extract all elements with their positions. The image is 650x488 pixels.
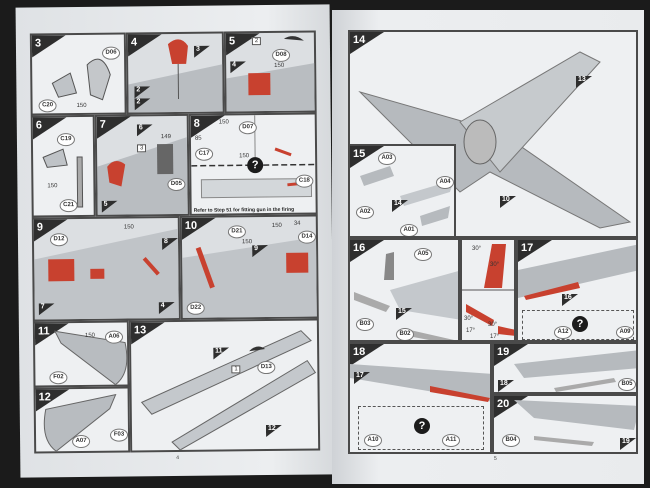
step-number-text: 18 [353, 346, 366, 358]
glue-label: 150 [76, 102, 87, 110]
optional-icon: ? [247, 157, 264, 174]
step-15: 15 A03 A04 A01 A02 14 [348, 144, 456, 238]
step-5: 5 2 D08 150 4 [223, 30, 317, 114]
glue-label: 85 [194, 135, 202, 142]
step-13: 13 11 12 1 D13 [128, 318, 321, 453]
wing-flap-illustration [518, 244, 636, 300]
cockpit-illustration [226, 36, 317, 114]
wing-illustration [43, 393, 117, 452]
seat-illustration [51, 58, 111, 101]
step-20: 20 B04 19 [492, 394, 638, 454]
optional-icon: ? [414, 418, 430, 434]
step-10: 10 D21 150 150 34 D14 D22 9 [179, 214, 319, 320]
part-tag: A10 [364, 434, 382, 447]
seat-illustration [42, 148, 84, 208]
optional-icon: ? [572, 316, 588, 332]
part-tag: A12 [554, 326, 572, 339]
step-number-text: 17 [521, 242, 534, 254]
step-18: 18 17 ? A10 A11 [348, 342, 492, 454]
aircraft-illustration [358, 51, 632, 229]
option-box [358, 406, 484, 450]
glue-label: 149 [160, 134, 171, 141]
wing-flap-illustration [350, 364, 490, 402]
angle-label: 30° [464, 316, 474, 322]
rudder-elevator-illustration [462, 244, 514, 336]
part-tag: A04 [436, 176, 454, 189]
step-number-text: 15 [353, 148, 366, 160]
glue-label: 34 [293, 220, 301, 227]
step-9: 9 D12 150 8 7 4 [31, 215, 181, 322]
left-page: 3 D06 C20 150 4 3 2 2 5 2 D08 150 4 6 C1… [15, 4, 335, 478]
page-number: 4 [176, 454, 180, 461]
cockpit-illustration [97, 135, 190, 217]
step-4: 4 3 2 2 [125, 31, 225, 115]
step-3: 3 D06 C20 150 [29, 32, 127, 116]
part-tag: A09 [616, 326, 634, 339]
part-tag: B04 [502, 434, 520, 447]
step-16: 16 A05 B03 B02 15 [348, 238, 460, 342]
step-7: 7 6 5 3 149 D05 [94, 113, 190, 217]
control-angle-detail: 30° 30° 30° 17° 30° 17° [460, 238, 516, 342]
glue-label: 150 [47, 183, 58, 190]
right-page: 14 13 10 15 A03 A04 A01 A02 14 16 A05 B0… [332, 10, 644, 484]
sub-assembly-box: 3 [136, 144, 147, 153]
glue-label: 150 [84, 332, 96, 339]
step-12: 12 A07 F03 [33, 386, 131, 454]
part-tag: A03 [378, 152, 396, 165]
step-number-text: 19 [497, 346, 510, 358]
step-number-text: 16 [353, 242, 366, 254]
fuselage-illustration [140, 330, 317, 451]
wing-illustration [514, 350, 636, 392]
cockpit-illustration [34, 227, 181, 322]
tail-illustration [354, 252, 458, 340]
part-tag: B03 [356, 318, 374, 331]
glue-label: 150 [123, 224, 134, 231]
sub-assembly-box: 1 [231, 365, 241, 374]
part-tag: A11 [442, 434, 460, 447]
cockpit-illustration [128, 39, 225, 115]
wing-illustration [54, 330, 128, 386]
step-8: 8 150 D07 85 C17 150 ? C18 Refer to Step… [188, 112, 318, 216]
glue-label: 150 [274, 62, 285, 69]
step-11: 11 A06 F02 150 [32, 320, 130, 388]
part-tag: A02 [356, 206, 374, 219]
step-6: 6 C19 C21 150 [30, 114, 96, 218]
cockpit-illustration [182, 236, 319, 320]
glue-label: 150 [241, 239, 253, 246]
option-box [522, 310, 634, 340]
angle-label: 30° [488, 322, 498, 328]
wing-illustration [514, 400, 636, 446]
angle-label: 30° [490, 262, 500, 268]
step-number-text: 20 [497, 398, 510, 410]
glue-label: 150 [271, 222, 282, 229]
page-number: 5 [494, 456, 497, 462]
step-number-text: 14 [353, 34, 366, 46]
step-19: 19 18 B05 [492, 342, 638, 394]
glue-label: 150 [239, 153, 250, 160]
sub-assembly-box: 2 [251, 37, 262, 46]
part-tag: B02 [396, 328, 414, 340]
angle-label: 17° [490, 334, 500, 340]
part-tag: A05 [414, 248, 432, 261]
angle-label: 17° [466, 328, 476, 334]
angle-label: 30° [472, 246, 482, 252]
part-tag: B05 [618, 378, 636, 391]
part-tag: A01 [400, 224, 418, 236]
step-17: 17 16 ? A12 A09 [516, 238, 638, 342]
glue-label: 150 [218, 119, 229, 126]
